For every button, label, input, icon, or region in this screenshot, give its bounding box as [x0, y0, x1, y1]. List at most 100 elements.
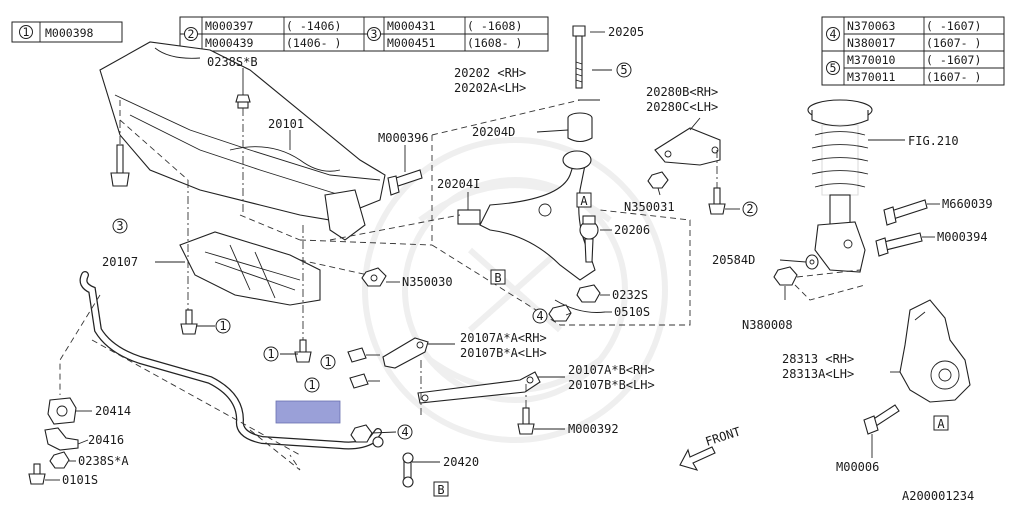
bolt-M000392-icon	[517, 407, 535, 435]
bushing-20414-icon	[47, 397, 77, 425]
link-20420-icon	[372, 436, 414, 488]
legend-1-num: 1	[23, 25, 30, 39]
label-0101S: 0101S	[62, 473, 98, 487]
callout-1-a: 1	[219, 319, 226, 333]
label-28313-rh: 28313 <RH>	[782, 352, 854, 366]
bolt-M000396-icon	[387, 169, 423, 196]
label-20584D: 20584D	[712, 253, 755, 267]
label-M660039: M660039	[942, 197, 993, 211]
legend-5-num: 5	[830, 61, 837, 75]
label-20205: 20205	[608, 25, 644, 39]
legend-3-range-b: (1608- )	[467, 36, 522, 50]
diagram-id: A200001234	[902, 489, 974, 503]
nut-4-stab-icon	[350, 424, 373, 443]
legend-4-num: 4	[830, 27, 837, 41]
part-labels: 0238S*B 20101 M000396 20202 <RH> 20202A<…	[62, 25, 993, 503]
legend-2-part-a: M000397	[205, 19, 254, 33]
bolt-1-b-icon	[349, 373, 369, 389]
cotter-pin-0510S-icon	[554, 299, 606, 313]
callout-3: 3	[116, 219, 123, 233]
bolt-cover-right-icon	[294, 339, 312, 363]
legend-3-part-a: M000431	[387, 19, 436, 33]
label-FIG210: FIG.210	[908, 134, 959, 148]
label-0238SB: 0238S*B	[207, 55, 258, 69]
label-0232S: 0232S	[612, 288, 648, 302]
label-20202-rh: 20202 <RH>	[454, 66, 526, 80]
legend-2-range-b: (1406- )	[286, 36, 341, 50]
callout-4-b: 4	[401, 425, 408, 439]
label-20107: 20107	[102, 255, 138, 269]
legend-2-part-b: M000439	[205, 36, 254, 50]
legend-5-part-a: M370010	[847, 53, 896, 67]
nut-4-arm-icon	[548, 304, 572, 322]
nut-N350031-icon	[647, 171, 669, 189]
label-20202-lh: 20202A<LH>	[454, 81, 526, 95]
legend-4-range-a: ( -1607)	[926, 19, 981, 33]
link-20107AA-drawing	[382, 337, 429, 369]
callout-circles: 3 5 2 1 1 1 1 4 4	[112, 62, 758, 440]
front-arrow-icon	[679, 446, 716, 471]
clamp-20416-icon	[44, 427, 79, 451]
callout-1-b: 1	[267, 347, 274, 361]
label-0238SA: 0238S*A	[78, 454, 129, 468]
label-20107BB-lh: 20107B*B<LH>	[568, 378, 655, 392]
bolt-M00006-icon	[863, 404, 900, 435]
callout-1-c: 1	[324, 355, 331, 369]
leader-lines	[45, 31, 940, 481]
label-N350030: N350030	[402, 275, 453, 289]
ref-boxes: A B A B	[433, 192, 949, 497]
label-N350031: N350031	[624, 200, 675, 214]
bolt-0238SB-icon	[235, 94, 251, 109]
callout-4-a: 4	[536, 309, 543, 323]
nut-N380008-icon	[773, 266, 798, 286]
legend-5-part-b: M370011	[847, 70, 896, 84]
legend-5-range-b: (1607- )	[926, 70, 981, 84]
legend-1-part: M000398	[45, 26, 94, 40]
washer-20584D-icon	[805, 254, 819, 270]
legend-4-part-a: N370063	[847, 19, 896, 33]
bolt-cover-left-icon	[180, 309, 198, 335]
bushing-20204D-icon	[567, 112, 593, 143]
ref-A-arm: A	[580, 194, 588, 208]
ref-B-link: B	[437, 483, 444, 497]
strut-assembly-drawing	[807, 99, 873, 273]
bolt-20205-icon	[572, 25, 586, 89]
bolt-3-icon	[110, 144, 130, 187]
bolt-M660039-icon	[883, 199, 928, 226]
control-arm-drawing	[457, 150, 596, 281]
bolt-0101S-icon	[28, 463, 46, 485]
label-N380008: N380008	[742, 318, 793, 332]
legend-2-range-a: ( -1406)	[286, 19, 341, 33]
highlight-box	[275, 400, 341, 424]
knuckle-28313-drawing	[899, 299, 971, 403]
legend-5-range-a: ( -1607)	[926, 53, 981, 67]
under-cover-drawing	[179, 231, 321, 306]
legend-item-2-3: 2 M000397 ( -1406) M000439 (1406- ) 3 M0…	[179, 16, 549, 52]
legend-item-4-5: 4 N370063 ( -1607) N380017 (1607- ) 5 M3…	[821, 16, 1005, 86]
crossmember-drawing	[99, 41, 386, 241]
bolt-2-icon	[708, 187, 726, 215]
nut-0232S-icon	[576, 284, 601, 303]
label-M000396: M000396	[378, 131, 429, 145]
label-20280-lh: 20280C<LH>	[646, 100, 718, 114]
legend-3-range-a: ( -1608)	[467, 19, 522, 33]
legend-4-part-b: N380017	[847, 36, 896, 50]
label-20107BA-lh: 20107B*A<LH>	[460, 346, 547, 360]
callout-1-d: 1	[308, 378, 315, 392]
label-20414: 20414	[95, 404, 131, 418]
label-20280-rh: 20280B<RH>	[646, 85, 718, 99]
label-front: FRONT	[704, 424, 743, 448]
legend-4-range-b: (1607- )	[926, 36, 981, 50]
stabilizer-bar-drawing	[79, 271, 382, 450]
bracket-20280-drawing	[654, 127, 721, 166]
label-20204I: 20204I	[437, 177, 480, 191]
label-20107AA-rh: 20107A*A<RH>	[460, 331, 547, 345]
ref-A-knuckle: A	[937, 417, 945, 431]
bolt-1-a-icon	[347, 347, 367, 363]
ball-joint-20206-icon	[579, 215, 599, 263]
callout-5: 5	[620, 63, 627, 77]
legend-3-part-b: M000451	[387, 36, 436, 50]
label-M000392: M000392	[568, 422, 619, 436]
